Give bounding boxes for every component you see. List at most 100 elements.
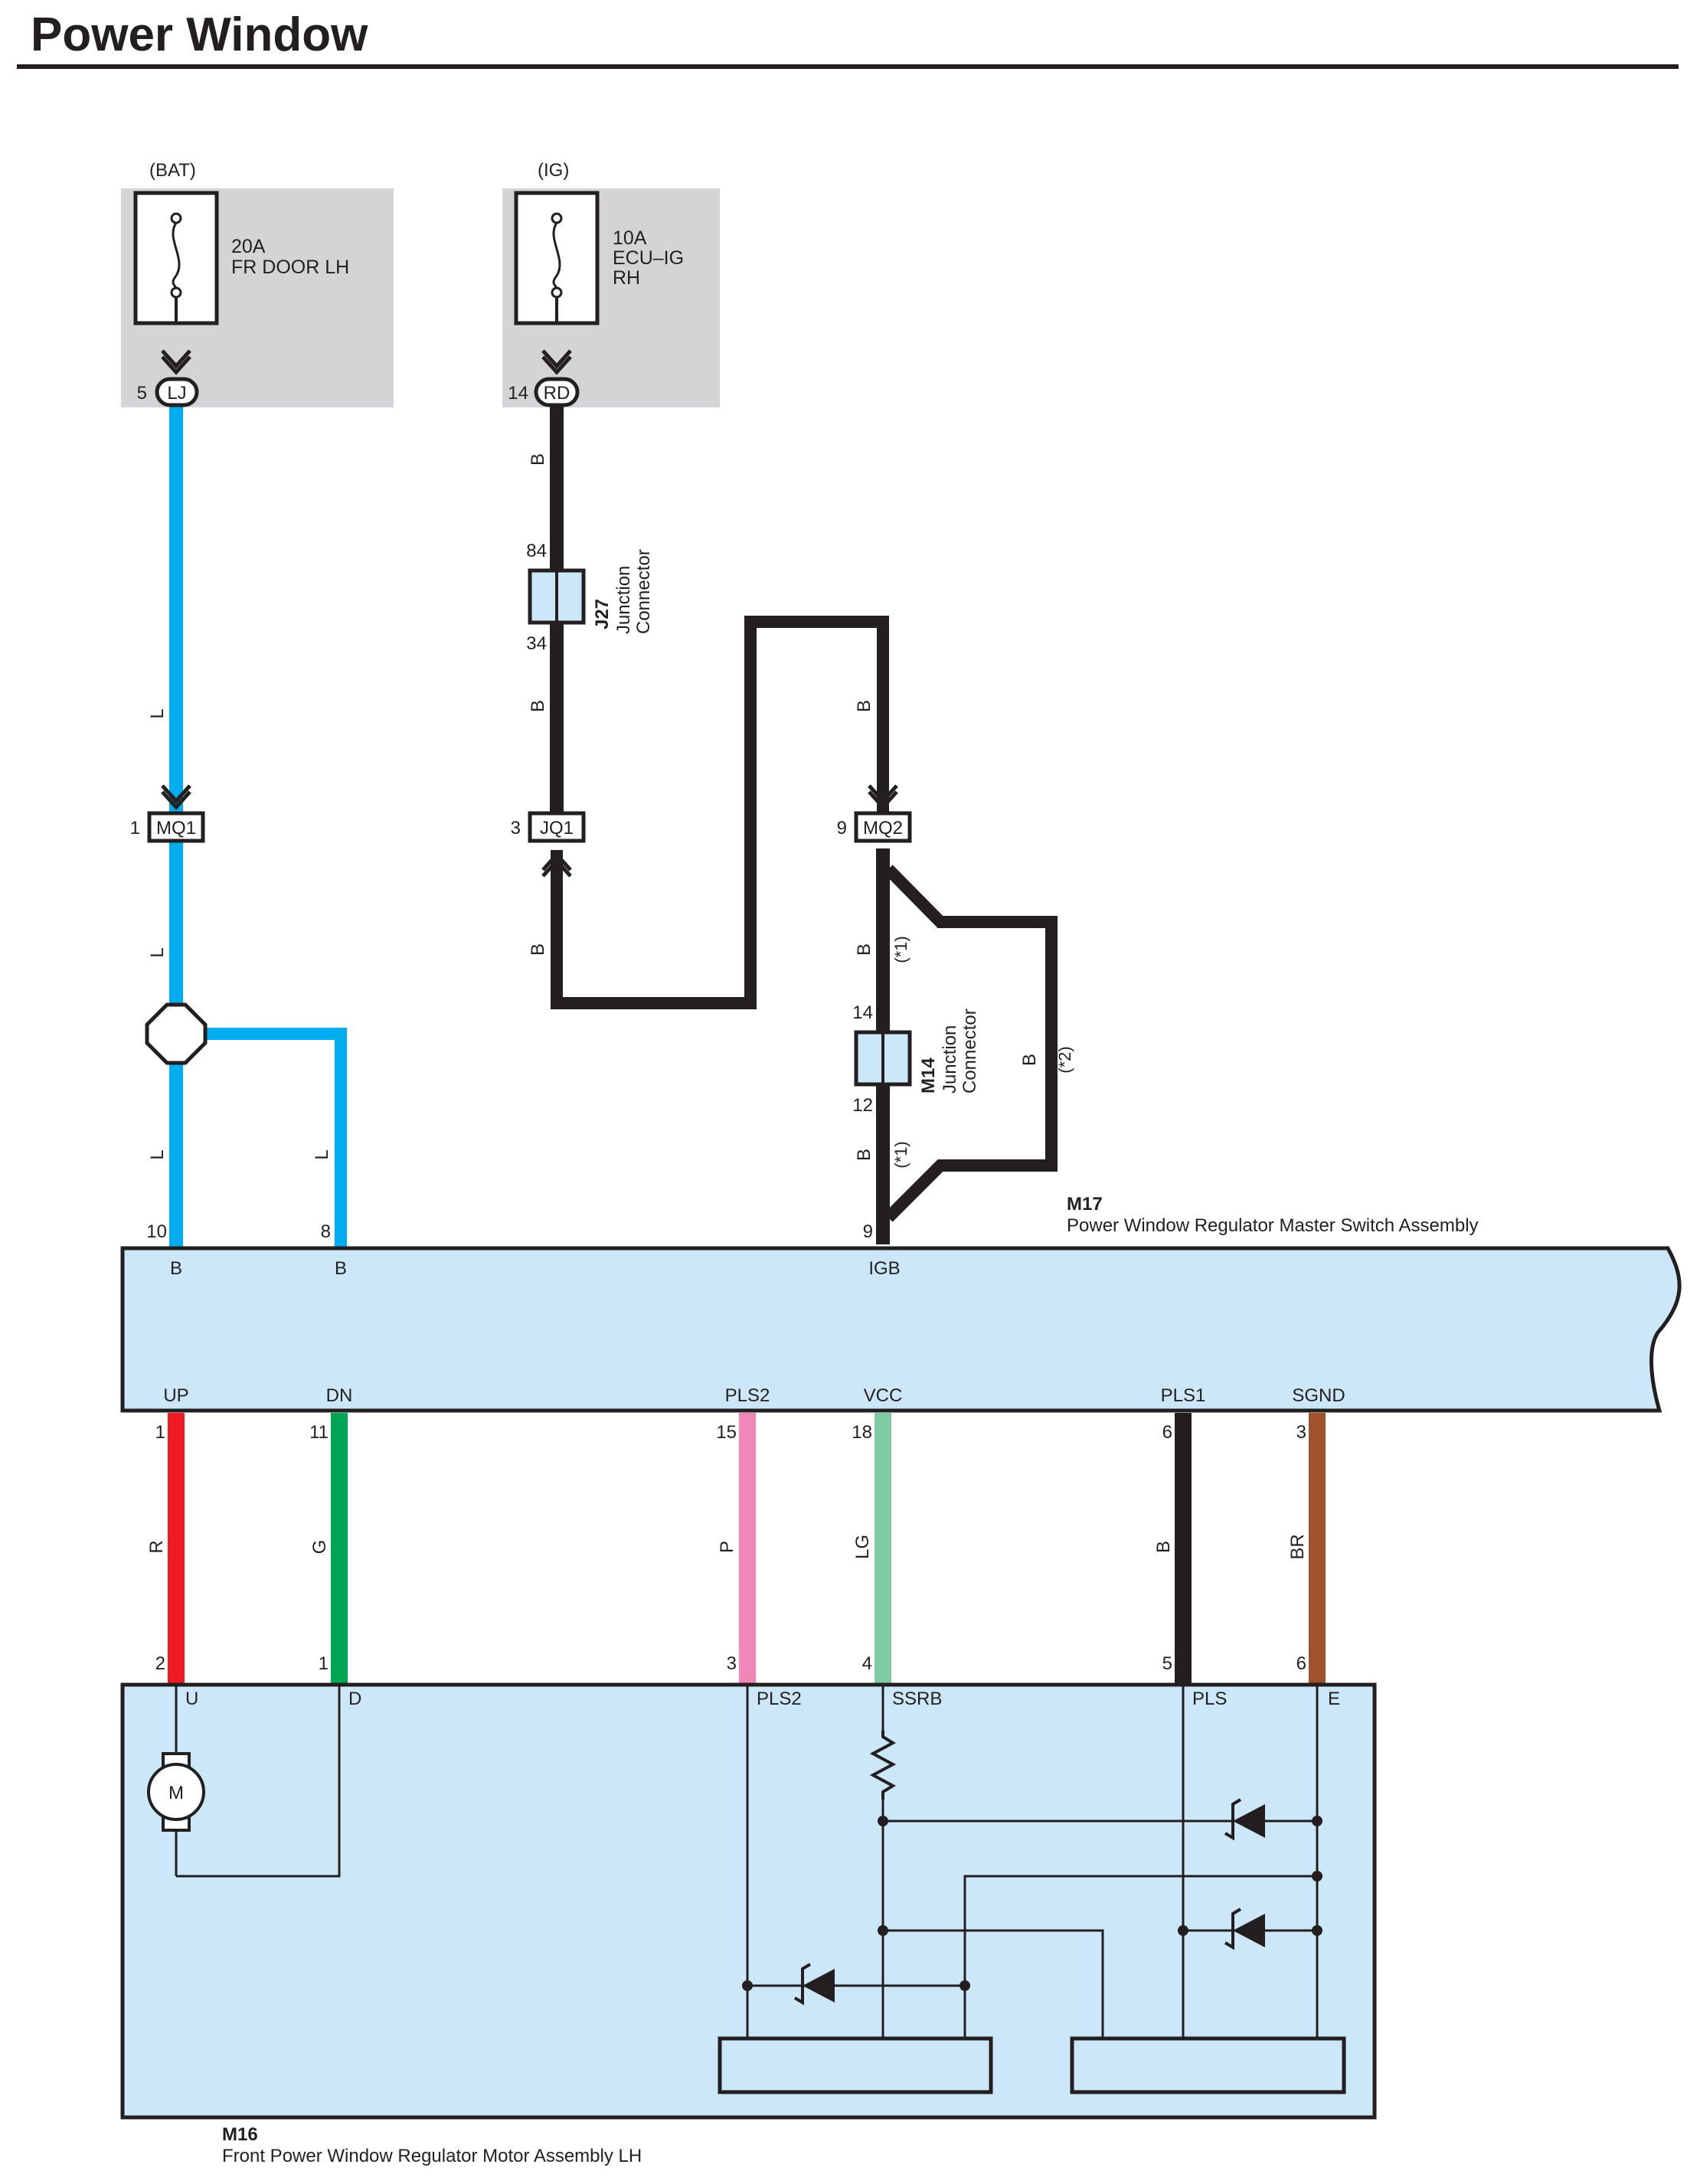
resistor-icon [869,1731,897,1800]
wire-code-l: L [312,1149,332,1159]
wire-code-b: B [1153,1541,1174,1553]
fuse-name-ig-line1: ECU–IG [613,247,684,269]
connector-jq1-pin: 3 [511,818,521,839]
m17-pin-number: 1 [155,1422,165,1443]
fuse-source-bat: (BAT) [149,160,196,181]
connector-mq1-pin: 1 [130,818,140,839]
m16-pin-number: 2 [155,1653,165,1674]
connector-mq2: MQ2 9 [837,811,912,843]
splice-point [145,1002,208,1065]
motor-label: M [168,1783,184,1803]
fuse-element-icon [552,222,561,289]
junction-dot-icon [1312,1871,1322,1882]
m16-pin-number: 6 [1296,1653,1306,1674]
junction-dot-icon [742,1980,753,1991]
fuse-terminal-icon [551,286,563,299]
wire-code-l: L [147,947,168,957]
junction-m14-name-line1: Junction [940,1025,960,1094]
m17-terminal: PLS2 [725,1385,770,1406]
fuse-bat-group: (BAT) 20A FR DOOR LH [121,160,394,407]
wire-note-2: (*2) [1055,1046,1074,1073]
fuse-name-bat: FR DOOR LH [231,257,349,278]
m16-pin-number: 4 [862,1653,872,1674]
connector-rd-label: RD [544,383,570,404]
m16-terminal: U [185,1689,198,1709]
wires [168,402,1326,1685]
m17-terminal: UP [163,1385,188,1406]
wire-code-b: B [1019,1054,1040,1066]
arrow-heads [161,349,898,878]
m17-pin-number: 8 [321,1221,331,1242]
junction-dots [742,1816,1322,1991]
arrow-down-icon [161,355,191,375]
sensor-block-left [718,2036,993,2094]
wire-code-b: B [528,943,548,956]
m17-pin-number: 6 [1162,1422,1172,1443]
component-m17: M17 Power Window Regulator Master Switch… [120,1194,1682,1443]
wire-code-b: B [854,1149,875,1161]
zener-diode-icon [793,1963,835,2006]
m17-pin-number: 15 [716,1422,737,1443]
junction-j27: 84 34 J27 Junction Connector [526,541,654,654]
m16-terminal: PLS2 [757,1689,802,1709]
m17-id: M17 [1067,1194,1103,1215]
connector-lj-pin: 5 [137,383,147,404]
m17-name: Power Window Regulator Master Switch Ass… [1067,1215,1479,1236]
connector-mq2-pin: 9 [837,818,847,839]
wire-b-jq1-mq2 [551,616,889,1009]
junction-dot-icon [1312,1925,1322,1936]
fuse-name-ig-line2: RH [613,267,640,289]
m17-terminal: SGND [1292,1385,1345,1406]
connector-lj-label: LJ [167,383,186,404]
connector-jq1-label: JQ1 [540,818,574,839]
arrow-up-icon [541,852,572,871]
wire-code-l: L [147,1149,168,1159]
wire-code-b: B [854,700,875,712]
fuse-terminal-icon [551,212,563,224]
m17-pin-number: 18 [852,1422,872,1443]
connector-lj: LJ 5 [137,377,199,407]
wire-code-g: G [309,1540,330,1555]
sensor-block-right [1070,2036,1346,2094]
fuse-terminal-icon [170,286,182,299]
wire-code-p: P [717,1541,737,1553]
fuse-ig-group: (IG) 10A ECU–IG RH [502,160,720,407]
wire-note-1: (*1) [891,1141,910,1168]
wire-code-b: B [854,943,875,956]
connector-jq1-body [528,811,586,843]
m16-pin-number: 3 [727,1653,737,1674]
motor-icon: M [147,1752,205,1832]
junction-dot-icon [878,1925,888,1936]
connector-mq1: MQ1 1 [130,811,205,843]
junction-m14: 14 12 M14 Junction Connector [852,1002,980,1116]
fuse-terminal-icon [170,212,182,224]
m16-terminal: D [348,1689,361,1709]
component-m16: M16 Front Power Window Regulator Motor A… [120,1653,1377,2166]
junction-dot-icon [960,1980,970,1991]
arrow-down-icon [161,349,191,369]
junction-m14-name-line2: Connector [960,1009,980,1094]
fuse-element-icon [172,222,181,289]
junction-dot-icon [878,1816,888,1826]
m16-terminal: E [1328,1689,1340,1709]
connector-rd-pin: 14 [508,383,528,404]
junction-dot-icon [1178,1925,1188,1936]
m17-pin-number: 10 [146,1221,167,1242]
m16-pin-number: 1 [319,1653,329,1674]
m17-terminal: PLS1 [1161,1385,1206,1406]
arrow-down-icon [161,790,191,810]
connector-mq1-label: MQ1 [156,818,196,839]
m17-terminal: B [170,1258,182,1279]
wire-note-1: (*1) [891,936,910,963]
fuse-rating-bat: 20A [231,236,266,257]
m16-pin-number: 5 [1162,1653,1172,1674]
m17-pin-number: 3 [1296,1422,1306,1443]
m17-terminal: VCC [864,1385,903,1406]
zener-diode-icon [1224,1798,1265,1841]
m17-pin-number: 9 [863,1221,873,1242]
junction-j27-pin-top: 84 [526,541,547,561]
arrow-down-icon [868,790,898,810]
junction-j27-name-line1: Junction [613,566,634,634]
wire-code-lg: LG [852,1535,873,1559]
